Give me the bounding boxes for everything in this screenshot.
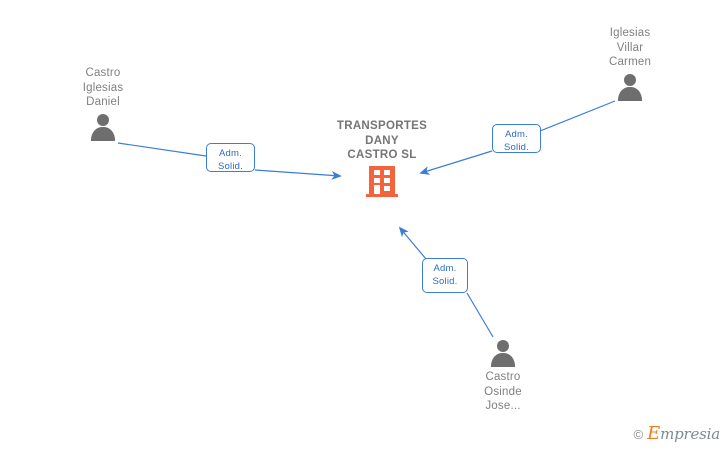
building-door [374,184,380,194]
person-shoulders [618,86,642,101]
company-node[interactable]: TRANSPORTES DANY CASTRO SL [302,119,462,197]
edge-line-3 [466,292,494,338]
brand-rest: mpresia [660,425,720,443]
person-node-castro-osinde-jose[interactable]: Castro Osinde Jose... [438,340,568,414]
person-node-iglesias-villar-carmen[interactable]: Iglesias Villar Carmen [565,26,695,101]
building-window [374,169,380,175]
building-window [374,177,380,183]
person-icon [490,340,516,367]
person-name-label: Castro Osinde Jose... [484,371,522,412]
person-name-label: Iglesias Villar Carmen [608,27,652,68]
person-node-castro-iglesias-daniel[interactable]: Castro Iglesias Daniel [38,66,168,141]
edge-label-adm-solid-1[interactable]: Adm. Solid. [206,143,255,172]
person-icon [617,73,643,101]
person-head [97,113,109,126]
person-head [497,340,509,352]
building-icon [366,165,398,197]
edge-line-2 [539,100,616,132]
edge-label-adm-solid-3[interactable]: Adm. Solid. [422,258,468,293]
building-base [366,193,398,197]
brand-initial: E [647,423,661,444]
brand-wordmark: Empresia [647,423,720,444]
building-window [384,185,390,191]
person-name-label: Castro Iglesias Daniel [82,67,124,108]
copyright-symbol: © [633,426,644,442]
edge-label-adm-solid-2[interactable]: Adm. Solid. [492,124,541,153]
edge-line-3b [398,226,427,260]
company-name-label: TRANSPORTES DANY CASTRO SL [336,120,428,161]
person-shoulders [491,353,515,367]
building-window [384,169,390,175]
person-shoulders [91,126,115,141]
building-tower [369,165,395,194]
edge-line-1 [117,142,207,157]
watermark-empresia: © Empresia [633,423,721,444]
building-window [384,177,390,183]
person-head [624,73,636,86]
person-icon [90,113,116,141]
